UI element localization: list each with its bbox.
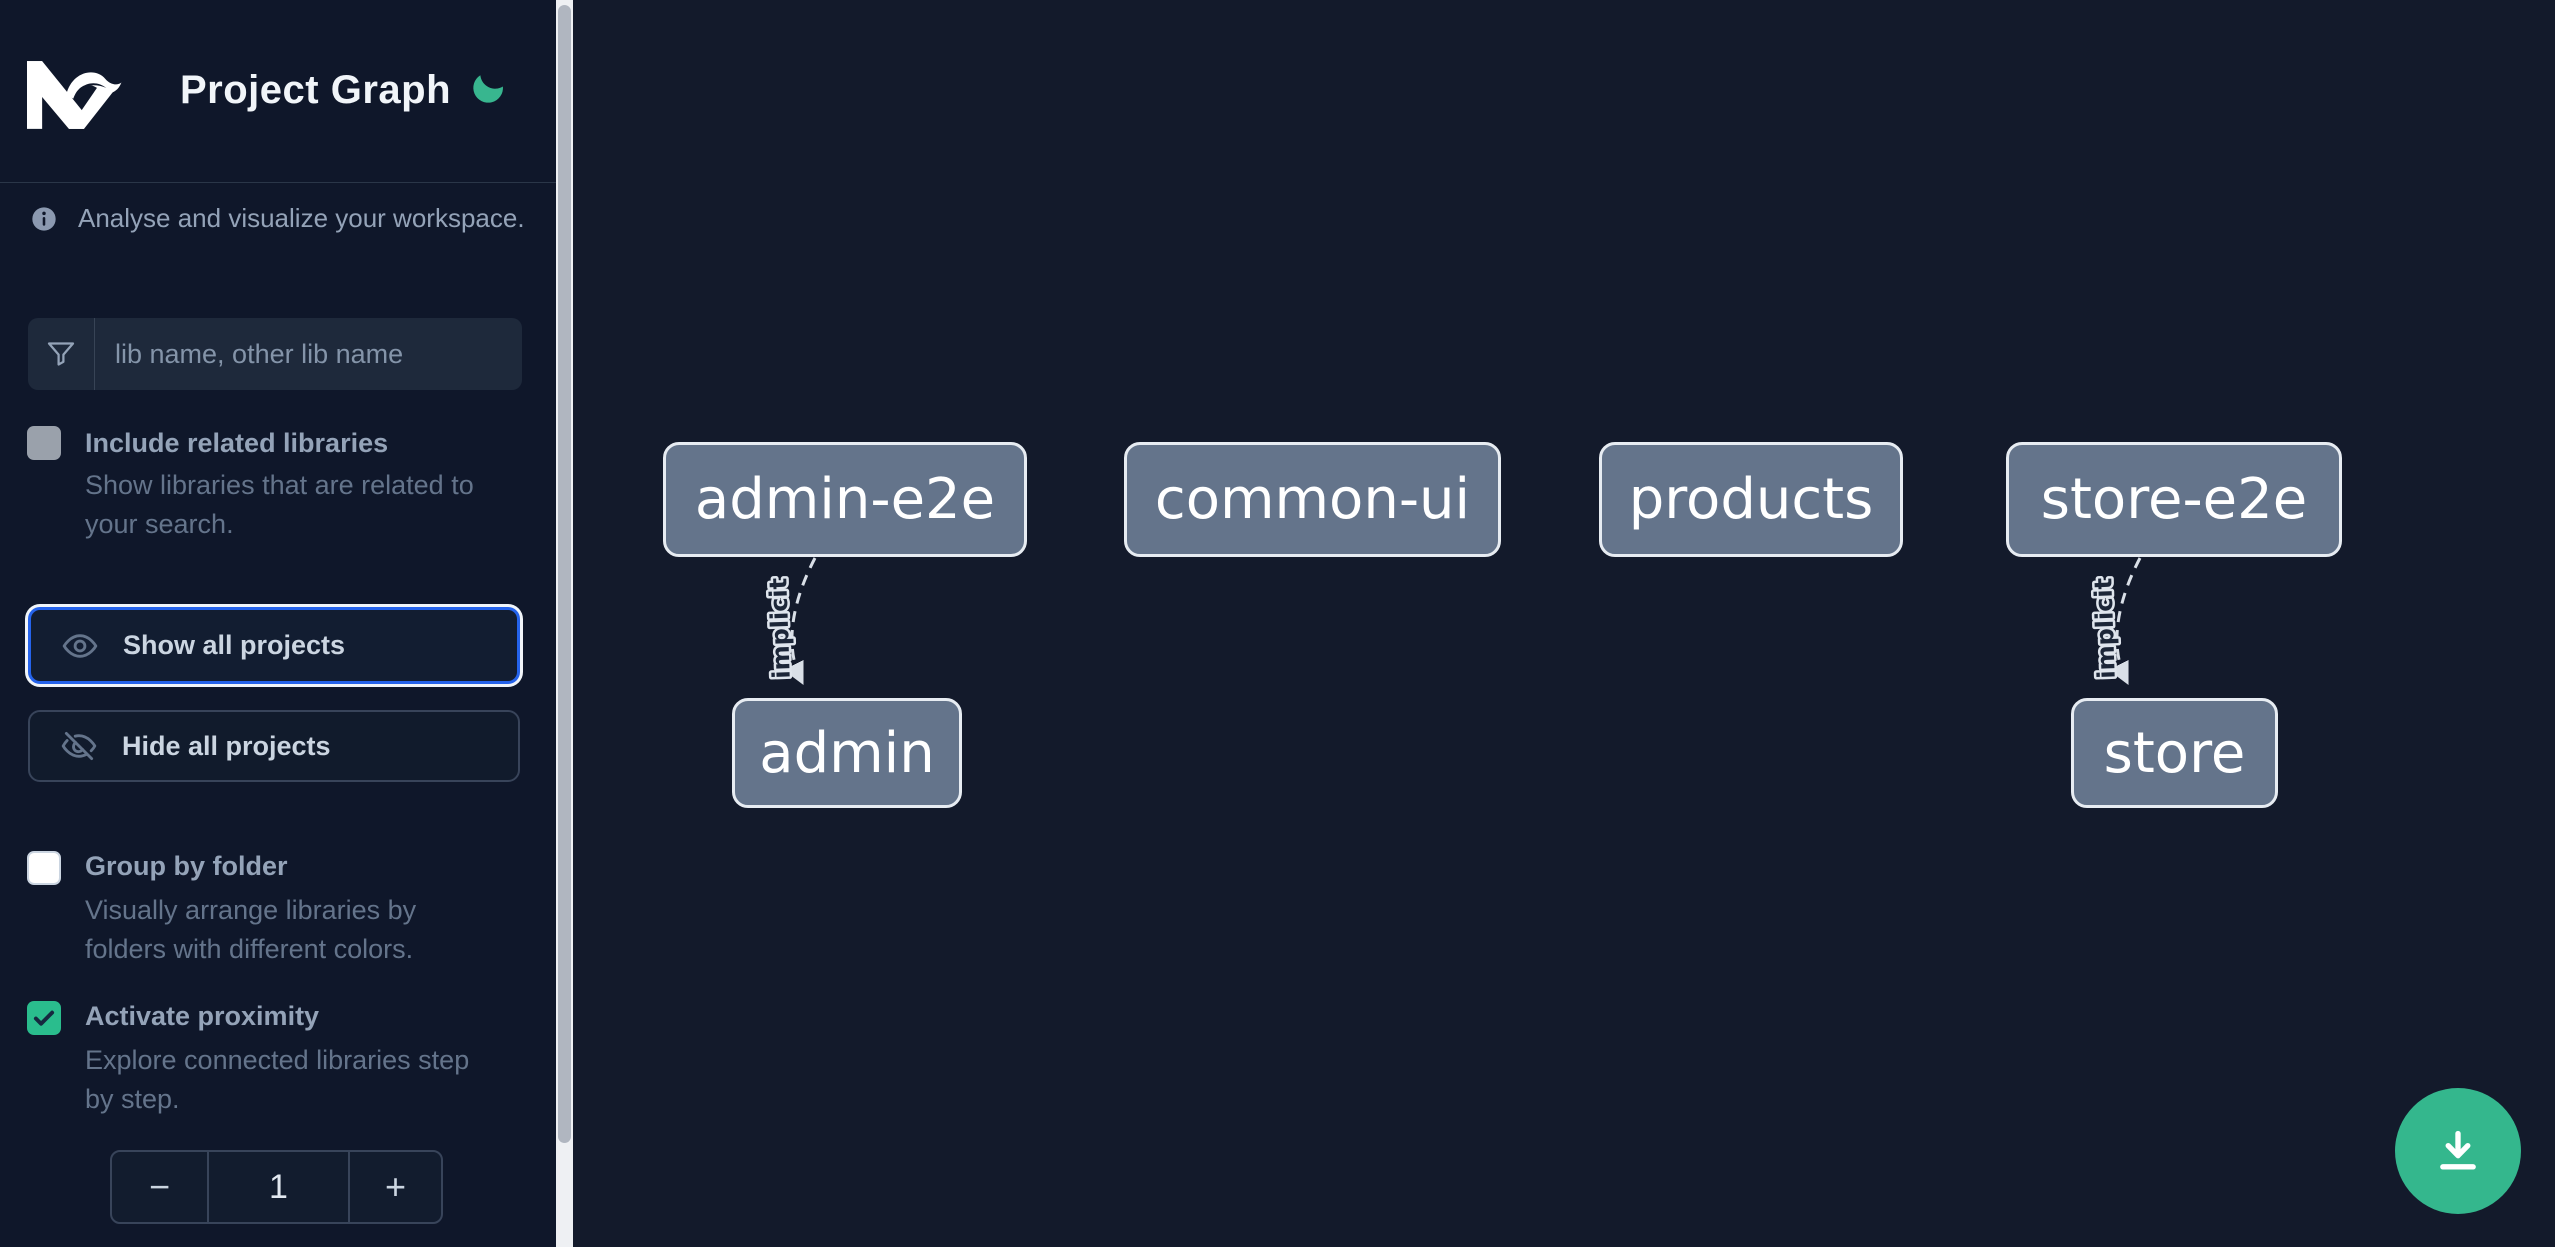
include-related-description: Show libraries that are related to your … — [85, 470, 474, 539]
eye-off-icon — [61, 731, 97, 761]
stepper-increment-button[interactable]: + — [348, 1152, 441, 1222]
node-label: store-e2e — [2040, 467, 2308, 532]
stepper-decrement-button[interactable]: − — [112, 1152, 209, 1222]
info-text: Analyse and visualize your workspace. — [78, 203, 525, 233]
sidebar: Project Graph Analyse and visualize your… — [0, 0, 556, 1247]
info-icon — [32, 206, 56, 231]
header-divider — [0, 182, 556, 183]
include-related-checkbox[interactable] — [27, 426, 61, 460]
filter-input-group — [28, 318, 522, 390]
stepper-value[interactable]: 1 — [269, 1167, 288, 1206]
graph-edge-store-e2e-store: implicit — [2087, 557, 2142, 686]
edge-label: implicit — [2089, 577, 2121, 679]
node-label: common-ui — [1154, 467, 1471, 532]
search-input[interactable] — [95, 318, 522, 390]
hide-all-projects-label: Hide all projects — [122, 730, 331, 761]
graph-node-admin-e2e[interactable]: admin-e2e — [663, 442, 1027, 557]
show-all-projects-button[interactable]: Show all projects — [28, 607, 520, 684]
group-by-folder-description: Visually arrange libraries by folders wi… — [85, 895, 417, 964]
proximity-depth-stepper: − 1 + — [110, 1150, 443, 1224]
node-label: admin — [759, 720, 935, 786]
graph-node-admin[interactable]: admin — [732, 698, 962, 808]
group-by-folder-label: Group by folder — [85, 851, 288, 881]
scrollbar-thumb[interactable] — [558, 5, 571, 1143]
check-icon — [33, 1010, 55, 1026]
download-image-button[interactable] — [2395, 1088, 2521, 1214]
graph-node-products[interactable]: products — [1599, 442, 1903, 557]
theme-toggle-button[interactable] — [468, 68, 508, 108]
graph-edge-admin-e2e-admin: implicit — [762, 557, 817, 686]
edge-label: implicit — [764, 577, 796, 679]
node-label: store — [2103, 720, 2246, 786]
sidebar-scrollbar[interactable] — [556, 0, 573, 1247]
moon-icon — [473, 75, 503, 103]
activate-proximity-checkbox[interactable] — [27, 1001, 61, 1035]
activate-proximity-label: Activate proximity — [85, 1001, 320, 1031]
node-label: products — [1628, 467, 1874, 532]
download-icon — [2440, 1130, 2476, 1170]
graph-node-common-ui[interactable]: common-ui — [1124, 442, 1501, 557]
graph-node-store[interactable]: store — [2071, 698, 2278, 808]
eye-icon — [62, 633, 98, 658]
activate-proximity-description: Explore connected libraries step by step… — [85, 1045, 470, 1114]
show-all-projects-label: Show all projects — [123, 630, 346, 660]
info-row: Analyse and visualize your workspace. — [30, 203, 530, 234]
nx-logo-icon — [27, 61, 122, 129]
graph-node-store-e2e[interactable]: store-e2e — [2006, 442, 2342, 557]
hide-all-projects-button[interactable]: Hide all projects — [28, 710, 520, 782]
funnel-icon — [28, 318, 95, 390]
page-title: Project Graph — [180, 68, 452, 112]
include-related-label: Include related libraries — [85, 428, 389, 458]
group-by-folder-checkbox[interactable] — [27, 851, 61, 885]
node-label: admin-e2e — [694, 467, 996, 532]
